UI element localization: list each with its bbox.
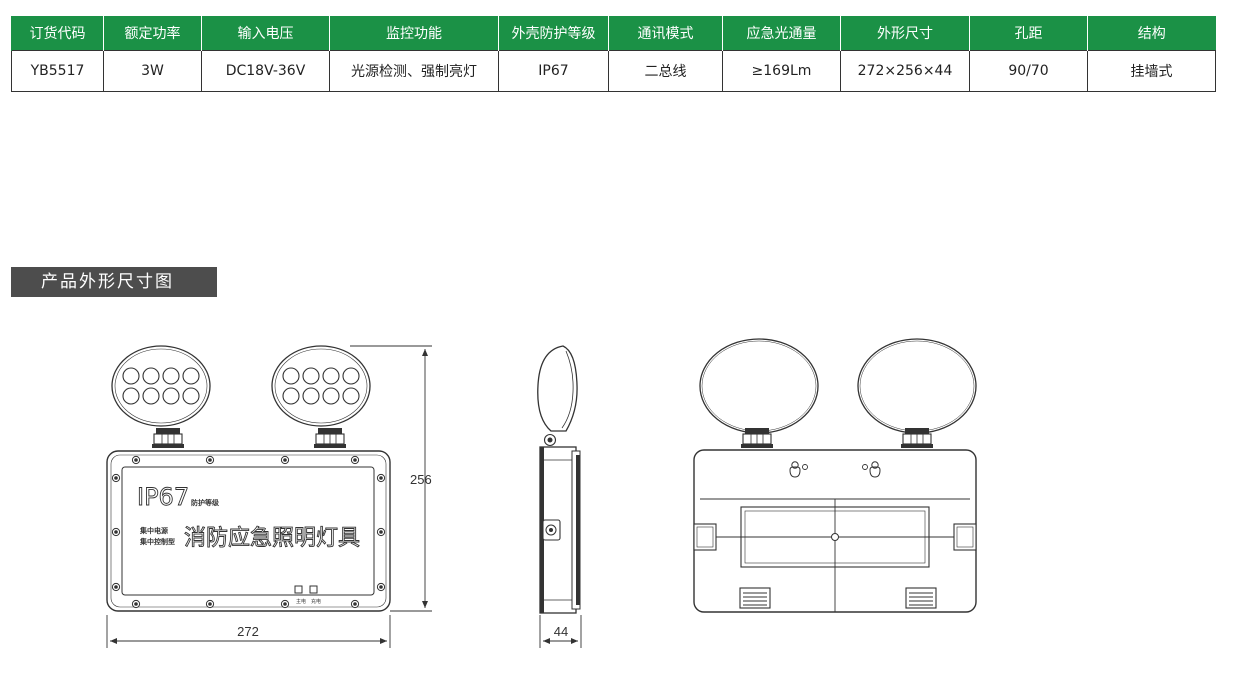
mount-clip-right	[905, 587, 937, 609]
indicator-label-2: 充电	[311, 598, 321, 605]
front-housing	[106, 450, 391, 612]
cell-rated-power: 3W	[103, 50, 202, 92]
front-view: IP67 防护等级 集中电源 集中控制型 消防应急照明灯具 主电 充电 272 …	[106, 345, 432, 648]
header-dimensions: 外形尺寸	[840, 16, 970, 51]
header-communication: 通讯模式	[608, 16, 723, 51]
rear-view	[693, 338, 977, 613]
spec-header-row: 订货代码 额定功率 输入电压 监控功能 外壳防护等级 通讯模式 应急光通量 外形…	[11, 16, 1216, 51]
cell-structure: 挂墙式	[1087, 50, 1216, 92]
ip-rating-label: 防护等级	[191, 498, 220, 507]
badge-line-2: 集中控制型	[139, 537, 175, 546]
cell-ip-rating: IP67	[498, 50, 609, 92]
cell-luminous-flux: ≥169Lm	[722, 50, 841, 92]
rear-lamp-head-right	[857, 338, 977, 434]
width-dimension-label: 272	[237, 624, 259, 639]
header-rated-power: 额定功率	[103, 16, 202, 51]
header-order-code: 订货代码	[11, 16, 104, 51]
header-monitoring: 监控功能	[329, 16, 499, 51]
header-structure: 结构	[1087, 16, 1216, 51]
depth-dimension-label: 44	[554, 624, 568, 639]
header-luminous-flux: 应急光通量	[722, 16, 841, 51]
cell-hole-spacing: 90/70	[969, 50, 1088, 92]
cell-monitoring: 光源检测、强制亮灯	[329, 50, 499, 92]
section-title: 产品外形尺寸图	[11, 267, 217, 297]
mount-clip-left	[739, 587, 771, 609]
header-hole-spacing: 孔距	[969, 16, 1088, 51]
spec-data-row: YB5517 3W DC18V-36V 光源检测、强制亮灯 IP67 二总线 ≥…	[11, 50, 1216, 92]
rear-neck-right	[900, 427, 934, 449]
cell-communication: 二总线	[608, 50, 723, 92]
ip-rating-text: IP67	[137, 483, 189, 511]
indicator-light-2	[309, 585, 318, 594]
indicator-light-1	[294, 585, 303, 594]
header-input-voltage: 输入电压	[201, 16, 330, 51]
cell-order-code: YB5517	[11, 50, 104, 92]
spec-table: 订货代码 额定功率 输入电压 监控功能 外壳防护等级 通讯模式 应急光通量 外形…	[11, 16, 1216, 92]
rear-neck-left	[740, 427, 774, 449]
cell-dimensions: 272×256×44	[840, 50, 970, 92]
side-view: 44	[537, 345, 582, 648]
rear-lamp-head-left	[699, 338, 819, 434]
product-name-text: 消防应急照明灯具	[184, 526, 360, 551]
lamp-neck-left	[151, 427, 185, 449]
indicator-label-1: 主电	[296, 598, 306, 605]
lamp-head-right	[271, 345, 371, 427]
cell-input-voltage: DC18V-36V	[201, 50, 330, 92]
badge-line-1: 集中电源	[139, 526, 168, 535]
side-lamp-head	[537, 345, 578, 432]
height-dimension-label: 256	[410, 472, 432, 487]
header-ip-rating: 外壳防护等级	[498, 16, 609, 51]
lamp-head-left	[111, 345, 211, 427]
lamp-neck-right	[313, 427, 347, 449]
dimension-drawing: IP67 防护等级 集中电源 集中控制型 消防应急照明灯具 主电 充电 272 …	[106, 338, 977, 648]
